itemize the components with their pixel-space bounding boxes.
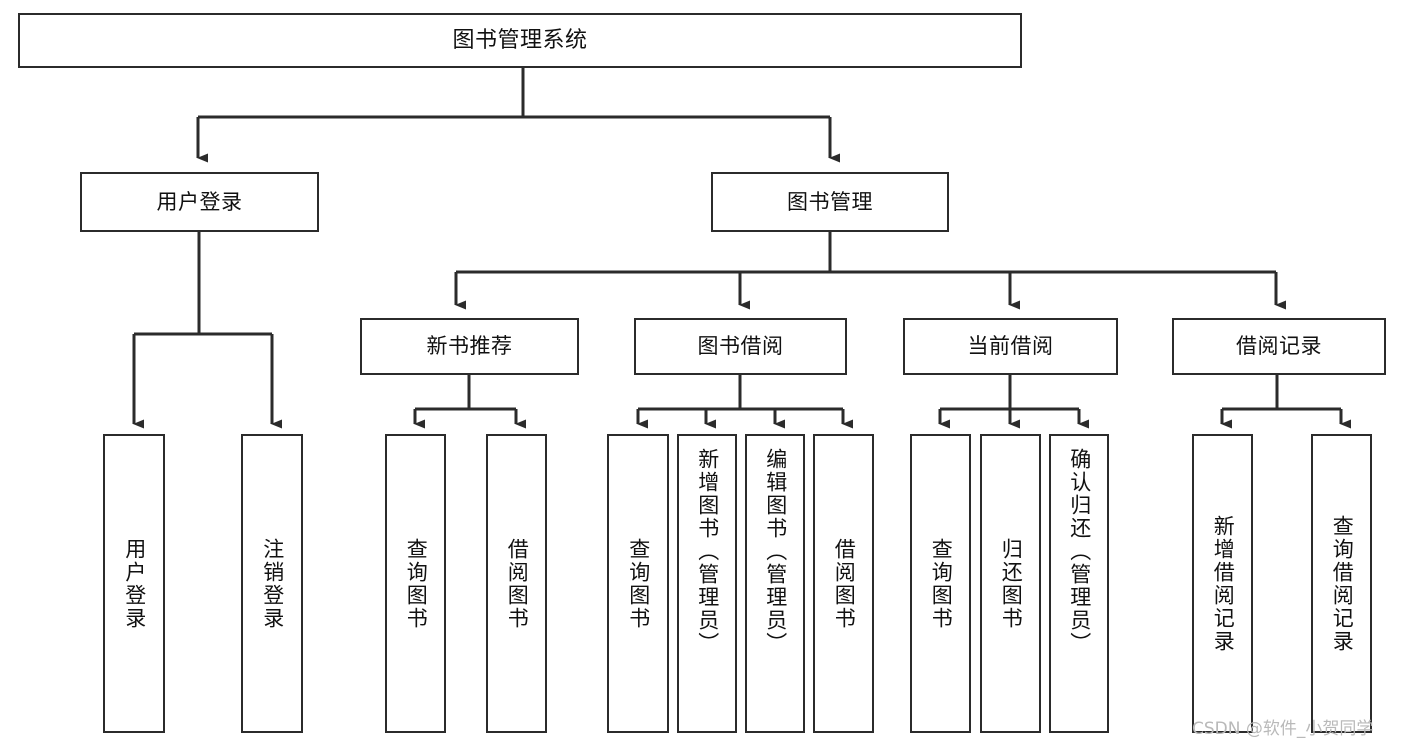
leaf-borrow-query-label: 查询图书: [626, 537, 651, 630]
node-current-borrow-label: 当前借阅: [967, 334, 1054, 359]
leaf-user-login-label: 用户登录: [122, 537, 147, 630]
node-new-book-rec[interactable]: 新书推荐: [360, 318, 579, 375]
leaf-rec-borrow[interactable]: 借阅图书: [486, 434, 547, 733]
leaf-rec-add[interactable]: 新增借阅记录: [1192, 434, 1253, 733]
leaf-cur-return[interactable]: 归还图书: [980, 434, 1041, 733]
leaf-cur-confirm[interactable]: 确认归还（管理员）: [1049, 434, 1109, 733]
node-book-manage-label: 图书管理: [787, 189, 873, 214]
watermark: CSDN @软件_小贺同学: [1192, 719, 1374, 739]
leaf-rec-search[interactable]: 查询借阅记录: [1311, 434, 1372, 733]
leaf-borrow-do-label: 借阅图书: [832, 537, 857, 630]
node-book-borrow-label: 图书借阅: [697, 334, 784, 359]
leaf-rec-search-label: 查询借阅记录: [1330, 514, 1355, 653]
node-user-login[interactable]: 用户登录: [80, 172, 319, 232]
leaf-borrow-edit[interactable]: 编辑图书（管理员）: [745, 434, 805, 733]
leaf-rec-borrow-label: 借阅图书: [505, 537, 530, 630]
leaf-user-logout[interactable]: 注销登录: [241, 434, 303, 733]
leaf-cur-query-label: 查询图书: [929, 537, 954, 630]
leaf-user-login[interactable]: 用户登录: [103, 434, 165, 733]
leaf-borrow-do[interactable]: 借阅图书: [813, 434, 874, 733]
leaf-cur-query[interactable]: 查询图书: [910, 434, 971, 733]
node-current-borrow[interactable]: 当前借阅: [903, 318, 1118, 375]
node-user-login-label: 用户登录: [156, 189, 243, 214]
node-root-label: 图书管理系统: [452, 27, 588, 53]
leaf-borrow-add-label: 新增图书（管理员）: [695, 448, 720, 655]
node-new-book-rec-label: 新书推荐: [426, 334, 513, 359]
leaf-rec-query-label: 查询图书: [404, 537, 429, 630]
leaf-borrow-edit-label: 编辑图书（管理员）: [763, 448, 788, 655]
leaf-rec-add-label: 新增借阅记录: [1211, 514, 1236, 653]
leaf-borrow-add[interactable]: 新增图书（管理员）: [677, 434, 737, 733]
leaf-borrow-query[interactable]: 查询图书: [607, 434, 669, 733]
node-borrow-record-label: 借阅记录: [1236, 334, 1322, 359]
node-book-manage[interactable]: 图书管理: [711, 172, 949, 232]
leaf-cur-return-label: 归还图书: [999, 537, 1024, 630]
leaf-rec-query[interactable]: 查询图书: [385, 434, 446, 733]
node-root[interactable]: 图书管理系统: [18, 13, 1022, 68]
node-book-borrow[interactable]: 图书借阅: [634, 318, 847, 375]
leaf-user-logout-label: 注销登录: [260, 537, 285, 630]
node-borrow-record[interactable]: 借阅记录: [1172, 318, 1386, 375]
leaf-cur-confirm-label: 确认归还（管理员）: [1067, 448, 1092, 655]
